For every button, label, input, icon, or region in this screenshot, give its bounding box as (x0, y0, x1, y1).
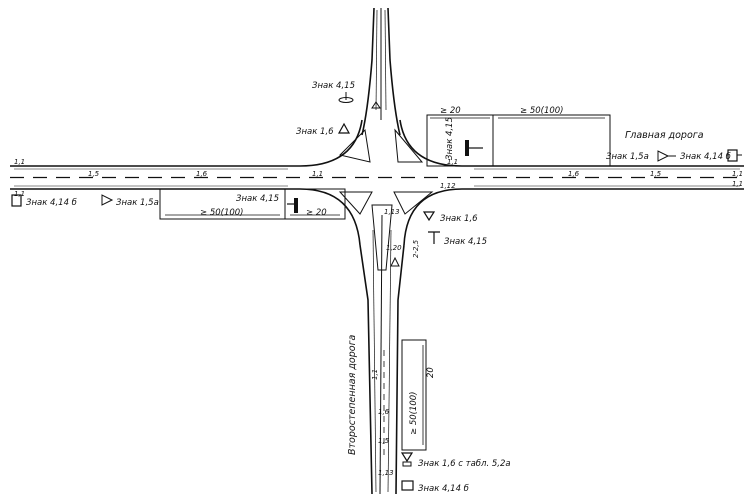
main-road-label: Главная дорога (625, 130, 704, 141)
sign-414b-south-icon (401, 480, 414, 491)
marking-label: 1,6 (378, 408, 390, 416)
sign-15a-west-icon (101, 194, 114, 206)
sign-414b-east-label: Знак 4,14 б (680, 152, 731, 162)
dim-ge20-ne: ≥ 20 (440, 106, 461, 116)
marking-label: 1,1 (14, 158, 25, 166)
secondary-road-south (338, 191, 434, 494)
sign-415-sw-icon (294, 198, 298, 213)
sign-414b-west-icon (11, 194, 22, 207)
dim-ge50-ne: ≥ 50(100) (520, 106, 564, 116)
dim-ge50-s: ≥ 50(100) (409, 392, 419, 436)
marking-label: 1,13 (384, 208, 400, 216)
sign-415-sw-label: Знак 4,15 (236, 194, 279, 204)
sign-16-nw-label: Знак 1,6 (296, 127, 334, 137)
sign-415-ne-label: Знак 4,15 (445, 117, 455, 160)
marking-label: 1,5 (378, 437, 390, 445)
marking-label: 1,1 (14, 190, 25, 198)
dim-ge50-w: ≥ 50(100) (200, 208, 244, 218)
sign-415-se-label: Знак 4,15 (444, 237, 487, 247)
marking-label: 1,12 (440, 182, 456, 190)
triangle-sign-icon (371, 101, 381, 109)
sign-symbols (11, 92, 742, 491)
secondary-road-label: Второстепенная дорога (347, 334, 358, 455)
sign-15a-east-icon (657, 150, 670, 162)
marking-label: 1,5 (650, 170, 662, 178)
marking-label: 1,5 (88, 170, 100, 178)
dim-ge20-w: ≥ 20 (306, 208, 327, 218)
triangle-south-icon (390, 256, 400, 267)
marking-label: 1,13 (378, 469, 394, 477)
marking-label: 1,1 (732, 170, 743, 178)
sign-16-se-icon (422, 211, 436, 222)
sign-414b-south-label: Знак 4,14 б (418, 484, 469, 494)
marking-label: 1,6 (568, 170, 580, 178)
sign-414b-west-label: Знак 4,14 б (26, 198, 77, 208)
marking-label: 1,1 (447, 158, 458, 166)
sign-415-se-icon (428, 231, 440, 244)
zone-rectangles (159, 114, 611, 451)
marking-label: 1,1 (732, 180, 743, 188)
sign-415-top-label: Знак 4,15 (312, 81, 355, 91)
sign-16-nw-icon (337, 122, 351, 134)
dim-20-s: 20 (426, 367, 436, 378)
dim-2-25: 2-2,5 (412, 239, 420, 258)
labels: Главная дорога Второстепенная дорога Зна… (14, 81, 743, 494)
secondary-road-north (339, 7, 424, 163)
marking-label: 1,6 (196, 170, 208, 178)
marking-label: 1,1 (371, 369, 379, 380)
sign-16-plate-label: Знак 1,6 с табл. 5,2а (418, 459, 511, 469)
sign-16-se-label: Знак 1,6 (440, 214, 478, 224)
sign-415-ne-icon (465, 140, 469, 156)
marking-label: 1,20 (386, 244, 402, 252)
marking-label: 1,1 (312, 170, 323, 178)
sign-16-plate-icon (400, 452, 414, 463)
sign-15a-west-label: Знак 1,5а (116, 198, 159, 208)
sign-15a-east-label: Знак 1,5а (606, 152, 649, 162)
